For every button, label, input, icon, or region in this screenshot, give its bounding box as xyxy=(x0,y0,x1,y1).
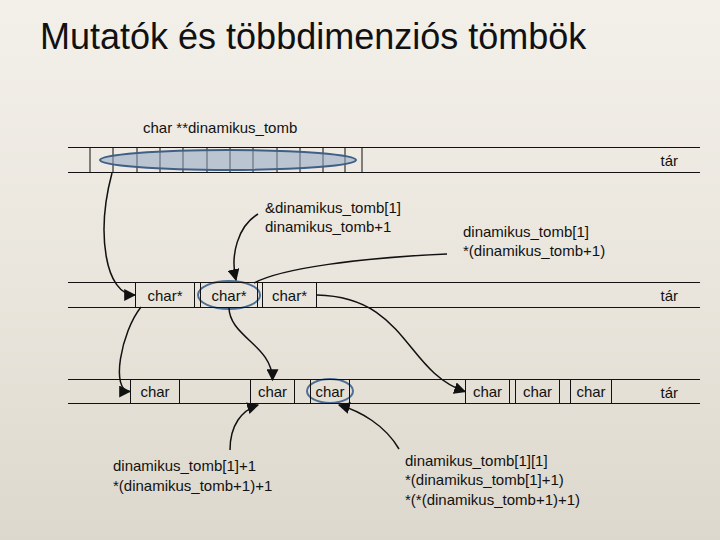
expression-label: char **dinamikus_tomb xyxy=(143,118,297,137)
memory-cell: char xyxy=(130,380,180,403)
memory-cell: char xyxy=(465,380,510,403)
memory-cell: char* xyxy=(135,283,195,307)
memory-label: tár xyxy=(660,152,678,169)
cell-type: char* xyxy=(147,287,182,304)
expression-label: *(dinamikus_tomb+1) xyxy=(463,241,605,260)
cell-type: char* xyxy=(211,287,246,304)
leader-line xyxy=(234,214,258,280)
expression-label: dinamikus_tomb[1][1] xyxy=(405,451,548,470)
memory-label: tár xyxy=(660,287,678,304)
pointer-arrow xyxy=(104,173,135,295)
highlight-oval xyxy=(100,150,356,170)
cell-type: char xyxy=(576,383,605,400)
cell-type: char xyxy=(140,383,169,400)
memory-band: tár char char char char char char xyxy=(68,379,700,404)
expression-label: dinamikus_tomb[1]+1 xyxy=(113,456,256,475)
expression-label: *(dinamikus_tomb+1)+1 xyxy=(113,476,272,495)
pointer-arrow xyxy=(229,307,273,380)
memory-band: tár xyxy=(68,147,700,173)
slide-title: Mutatók és többdimenziós tömbök xyxy=(40,16,586,58)
highlight-oval xyxy=(307,379,353,403)
pointer-arrow xyxy=(317,295,465,392)
highlight-oval xyxy=(198,281,260,309)
cell-type: char xyxy=(473,383,502,400)
expression-label: *(dinamikus_tomb[1]+1) xyxy=(405,470,564,489)
memory-band: tár char* char* char* xyxy=(68,282,700,308)
cell-type: char xyxy=(315,383,344,400)
memory-cell: char xyxy=(310,380,350,403)
expression-label: dinamikus_tomb[1] xyxy=(463,222,589,241)
memory-cell: char xyxy=(570,380,612,403)
memory-cell: char xyxy=(515,380,560,403)
cell-type: char xyxy=(258,383,287,400)
memory-cell: char* xyxy=(262,283,317,307)
cell-type: char xyxy=(523,383,552,400)
expression-label: &dinamikus_tomb[1] xyxy=(265,198,401,217)
leader-line xyxy=(230,405,258,450)
memory-cell: char xyxy=(250,380,295,403)
leader-line xyxy=(254,254,447,283)
leader-line xyxy=(339,405,399,449)
memory-label: tár xyxy=(660,383,678,400)
expression-label: dinamikus_tomb+1 xyxy=(265,217,391,236)
memory-cells xyxy=(90,147,362,172)
cell-type: char* xyxy=(272,287,307,304)
memory-cell: char* xyxy=(200,283,258,307)
expression-label: *(*(dinamikus_tomb+1)+1) xyxy=(405,490,580,509)
cell-divider xyxy=(362,147,363,172)
cell-divider xyxy=(90,147,91,172)
